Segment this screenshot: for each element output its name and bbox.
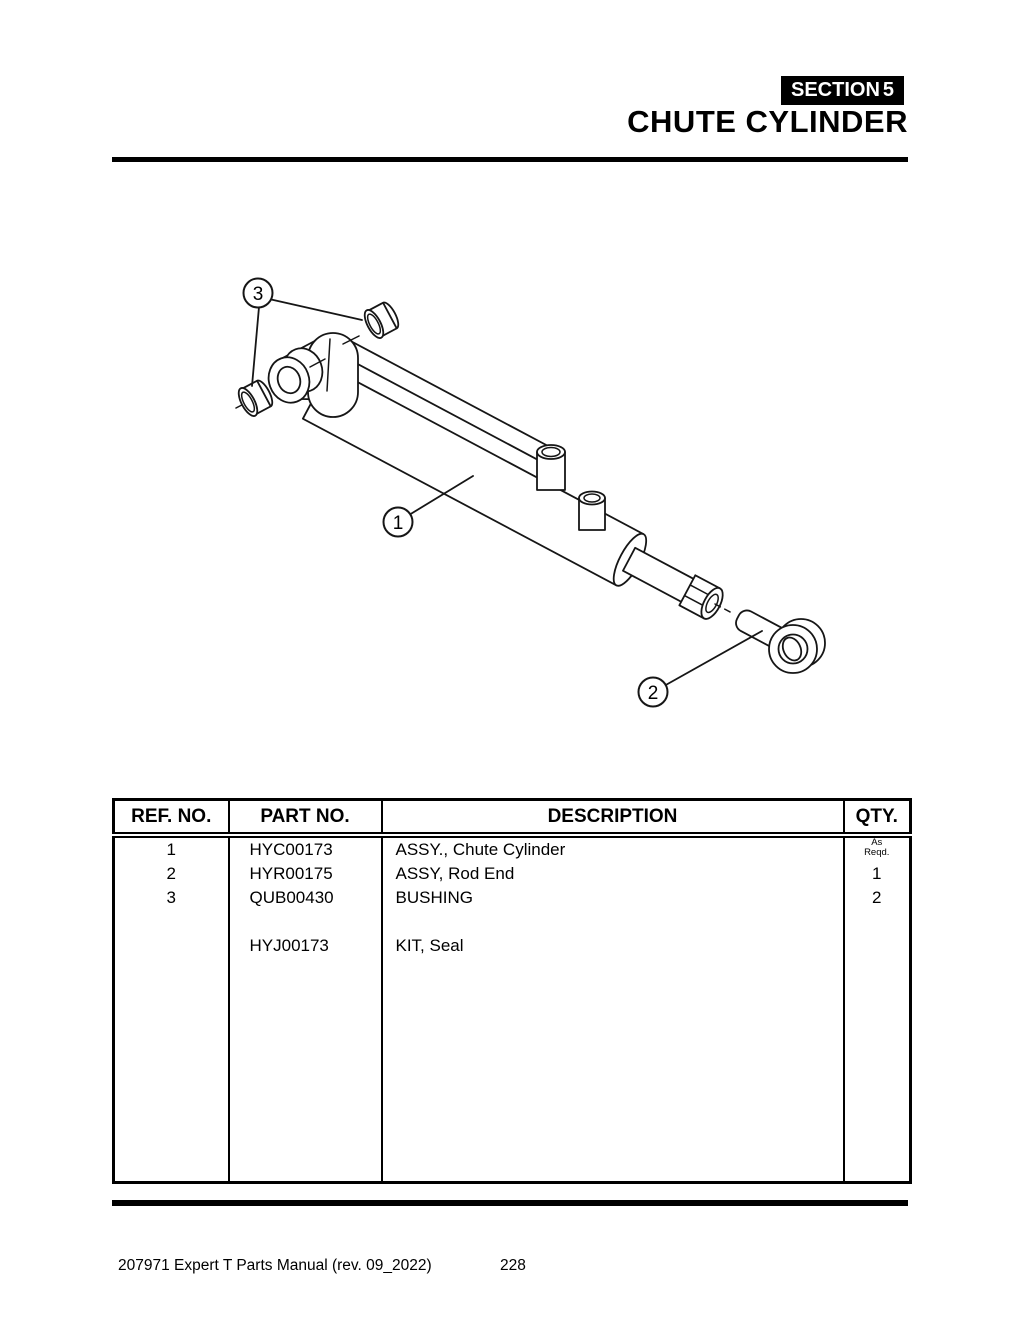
clevis-eye-bore bbox=[276, 365, 302, 395]
bushing-lower bbox=[237, 379, 274, 417]
cell-qty bbox=[842, 934, 912, 958]
table-row: 1 HYC00173 ASSY., Chute Cylinder As Reqd… bbox=[112, 835, 912, 862]
leader-3-upper bbox=[268, 298, 363, 321]
section-badge-label: SECTION bbox=[791, 79, 880, 101]
table-row: 3 QUB00430 BUSHING 2 bbox=[112, 886, 912, 910]
cell-description: ASSY, Rod End bbox=[380, 862, 845, 886]
rod-end-bore bbox=[781, 636, 803, 662]
bushing-bore bbox=[240, 391, 256, 413]
port-fitting-lower bbox=[578, 490, 606, 531]
leader-2 bbox=[663, 630, 763, 687]
cell-part-no bbox=[227, 910, 383, 934]
cell-ref-no: 2 bbox=[112, 862, 230, 886]
cell-part-no: HYC00173 bbox=[227, 835, 383, 862]
cap-seam-line bbox=[326, 338, 331, 392]
table-row: HYJ00173 KIT, Seal bbox=[112, 934, 912, 958]
centerline-dash bbox=[342, 335, 360, 345]
header-ref-no: REF. NO. bbox=[112, 799, 230, 838]
assembly-dashed-line bbox=[714, 603, 735, 615]
nut-thread-bore bbox=[705, 593, 719, 614]
page-title: CHUTE CYLINDER bbox=[627, 104, 908, 139]
table-row: 2 HYR00175 ASSY, Rod End 1 bbox=[112, 862, 912, 886]
callout-2-circle bbox=[637, 676, 669, 708]
leader-3-lower bbox=[251, 306, 260, 387]
cell-part-no: QUB00430 bbox=[227, 886, 383, 910]
bushing-front-face bbox=[237, 387, 259, 417]
callout-1-circle bbox=[382, 506, 414, 538]
cell-description bbox=[380, 910, 845, 934]
callout-3-circle bbox=[242, 277, 274, 309]
top-divider-rule bbox=[112, 157, 908, 162]
cell-ref-no: 1 bbox=[112, 835, 230, 862]
cell-ref-no bbox=[112, 934, 230, 958]
bottom-divider-rule bbox=[112, 1200, 908, 1206]
leader-1 bbox=[408, 475, 474, 516]
parts-table: REF. NO. PART NO. DESCRIPTION QTY. 1 HYC… bbox=[112, 798, 912, 1184]
port-bore bbox=[541, 446, 561, 458]
centerline-dash bbox=[309, 358, 326, 368]
callout-1-label: 1 bbox=[393, 513, 404, 534]
cell-part-no: HYJ00173 bbox=[227, 934, 383, 958]
bushing-front-face bbox=[363, 309, 385, 339]
footer-page-number: 228 bbox=[500, 1257, 526, 1274]
table-row bbox=[112, 910, 912, 934]
header-description: DESCRIPTION bbox=[380, 799, 845, 838]
cell-qty: 1 bbox=[842, 862, 912, 886]
header-part-no: PART NO. bbox=[227, 799, 383, 838]
table-filler-row bbox=[112, 958, 912, 1183]
port-bore bbox=[583, 493, 601, 503]
footer-manual-info: 207971 Expert T Parts Manual (rev. 09_20… bbox=[118, 1257, 432, 1274]
cell-qty bbox=[842, 910, 912, 934]
port-top bbox=[578, 490, 606, 506]
bushing-upper bbox=[363, 301, 400, 339]
cell-part-no: HYR00175 bbox=[227, 862, 383, 886]
cell-qty: 2 bbox=[842, 886, 912, 910]
section-badge: SECTION 5 bbox=[781, 76, 904, 105]
cell-ref-no: 3 bbox=[112, 886, 230, 910]
parts-table-header-row: REF. NO. PART NO. DESCRIPTION QTY. bbox=[112, 799, 912, 838]
callout-3-label: 3 bbox=[253, 284, 264, 305]
cell-ref-no bbox=[112, 910, 230, 934]
chute-cylinder-exploded-diagram: 3 1 2 bbox=[235, 277, 826, 708]
bushing-bore bbox=[366, 313, 382, 335]
cylinder-assembly-drawing bbox=[301, 337, 724, 620]
cell-description: ASSY., Chute Cylinder bbox=[380, 835, 845, 862]
port-fitting-upper bbox=[536, 444, 566, 491]
cell-description: BUSHING bbox=[380, 886, 845, 910]
header-qty: QTY. bbox=[842, 799, 912, 838]
cell-description: KIT, Seal bbox=[380, 934, 845, 958]
section-badge-number: 5 bbox=[882, 79, 894, 101]
cell-qty: As Reqd. bbox=[842, 835, 912, 862]
callout-2-label: 2 bbox=[648, 683, 659, 704]
